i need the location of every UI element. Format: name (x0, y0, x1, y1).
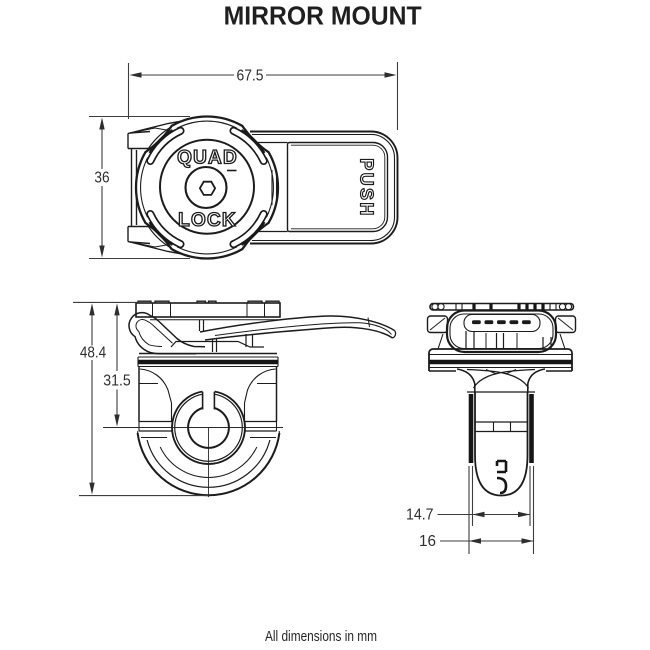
svg-text:67.5: 67.5 (237, 67, 264, 84)
svg-text:36: 36 (94, 169, 109, 186)
svg-text:48.4: 48.4 (80, 344, 107, 361)
svg-text:14.7: 14.7 (406, 506, 434, 523)
svg-text:LOCK: LOCK (178, 210, 237, 231)
svg-text:QUAD: QUAD (177, 148, 238, 169)
svg-text:PUSH: PUSH (357, 158, 377, 218)
svg-text:31.5: 31.5 (103, 372, 131, 389)
svg-text:16: 16 (419, 533, 436, 550)
svg-text:MIRROR MOUNT: MIRROR MOUNT (224, 2, 422, 30)
svg-text:All dimensions in mm: All dimensions in mm (265, 628, 377, 645)
